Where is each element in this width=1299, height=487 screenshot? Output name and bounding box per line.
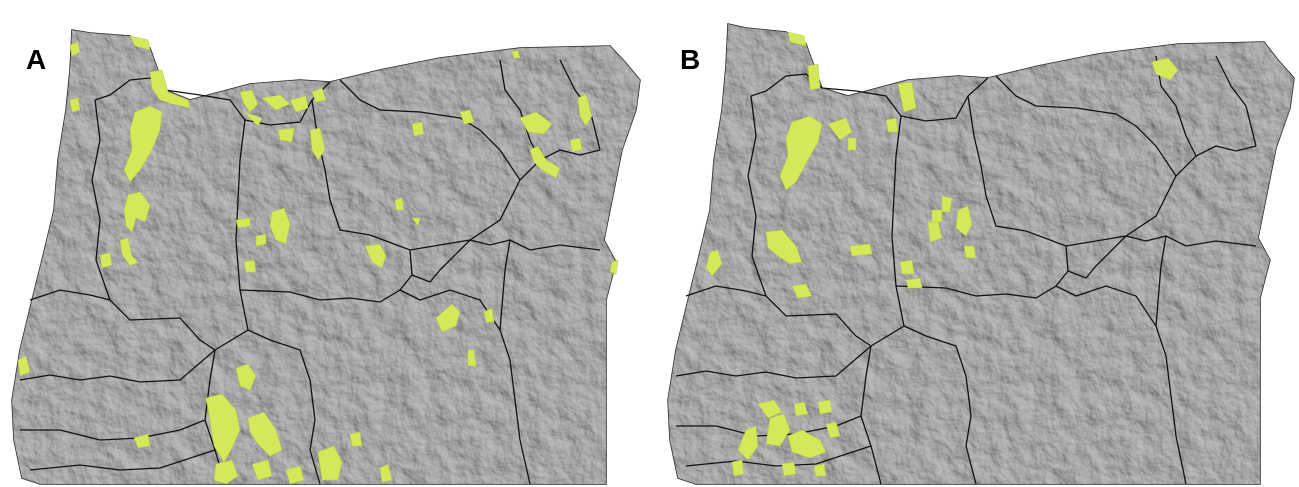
- terrain-relief-b: [668, 24, 1294, 484]
- terrain-relief-a: [12, 30, 640, 484]
- panel-label-a: A: [26, 44, 47, 75]
- map-panel-b: B: [650, 0, 1299, 487]
- map-panel-a: A: [11, 29, 641, 485]
- map-a-svg: [11, 29, 641, 485]
- highlight-areas-b: [705, 31, 1179, 477]
- map-b-svg: [667, 23, 1295, 485]
- region-boundaries-b: [675, 55, 1257, 485]
- panel-label-b: B: [680, 44, 701, 75]
- highlight-areas-a: [17, 35, 619, 485]
